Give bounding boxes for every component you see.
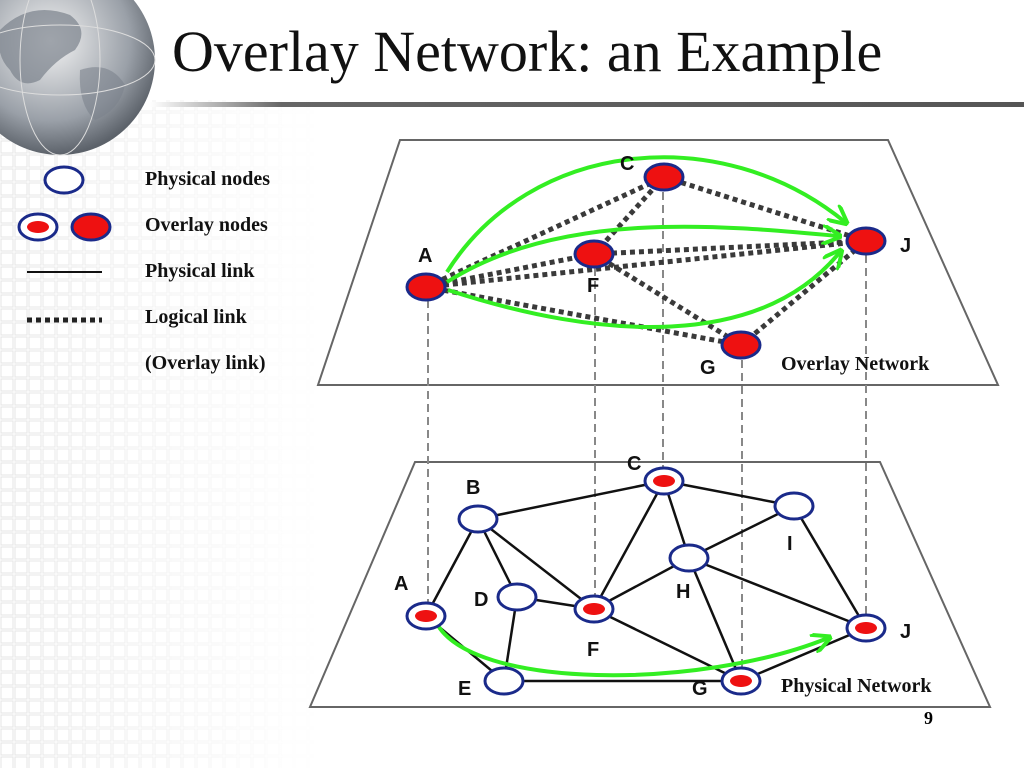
overlay-route-arrows xyxy=(445,155,845,330)
overlay-node-c xyxy=(643,162,685,192)
physical-node-e xyxy=(483,666,525,696)
physical-node-g xyxy=(720,666,762,696)
overlay-plane xyxy=(316,139,1000,386)
physical-nodes xyxy=(405,466,887,696)
title-underline xyxy=(150,102,1024,107)
physical-label-c: C xyxy=(627,453,641,475)
physical-node-j xyxy=(845,613,887,643)
overlay-node-j xyxy=(845,226,887,256)
physical-node-a xyxy=(405,601,447,631)
physical-node-h xyxy=(668,543,710,573)
physical-route-arrow xyxy=(434,621,828,678)
legend-logical-link-label: Logical link xyxy=(145,306,247,328)
overlay-network-label: Overlay Network xyxy=(781,353,930,375)
physical-label-f: F xyxy=(587,639,599,661)
overlay-label-a: A xyxy=(418,245,432,267)
physical-node-i xyxy=(773,491,815,521)
physical-label-j: J xyxy=(900,621,911,643)
page-number: 9 xyxy=(924,708,933,728)
physical-node-b xyxy=(457,504,499,534)
overlay-node-g xyxy=(720,330,762,360)
overlay-nodes xyxy=(405,162,887,360)
legend-overlay-link-label: (Overlay link) xyxy=(145,352,266,374)
overlay-node-f xyxy=(573,239,615,269)
physical-node-c xyxy=(643,466,685,496)
overlay-label-j: J xyxy=(900,235,911,257)
overlay-node-a xyxy=(405,272,447,302)
physical-network-label: Physical Network xyxy=(781,675,932,697)
physical-plane xyxy=(308,461,992,708)
legend-physical-link-label: Physical link xyxy=(145,260,255,282)
physical-label-d: D xyxy=(474,589,488,611)
logical-links xyxy=(424,174,868,348)
legend-overlay-node-icons xyxy=(17,212,112,242)
physical-label-g: G xyxy=(692,678,708,700)
physical-node-f xyxy=(573,594,615,624)
overlay-label-g: G xyxy=(700,357,716,379)
overlay-label-f: F xyxy=(587,275,599,297)
globe-icon xyxy=(0,0,156,156)
legend-physical-node-icon xyxy=(43,165,85,195)
physical-label-a: A xyxy=(394,573,408,595)
slide-title: Overlay Network: an Example xyxy=(172,19,883,84)
legend-overlay-nodes-label: Overlay nodes xyxy=(145,214,268,236)
legend-physical-nodes-label: Physical nodes xyxy=(145,168,271,190)
physical-label-i: I xyxy=(787,533,793,555)
physical-label-e: E xyxy=(458,678,471,700)
physical-node-d xyxy=(496,582,538,612)
overlay-label-c: C xyxy=(620,153,634,175)
physical-label-h: H xyxy=(676,581,690,603)
physical-label-b: B xyxy=(466,477,480,499)
